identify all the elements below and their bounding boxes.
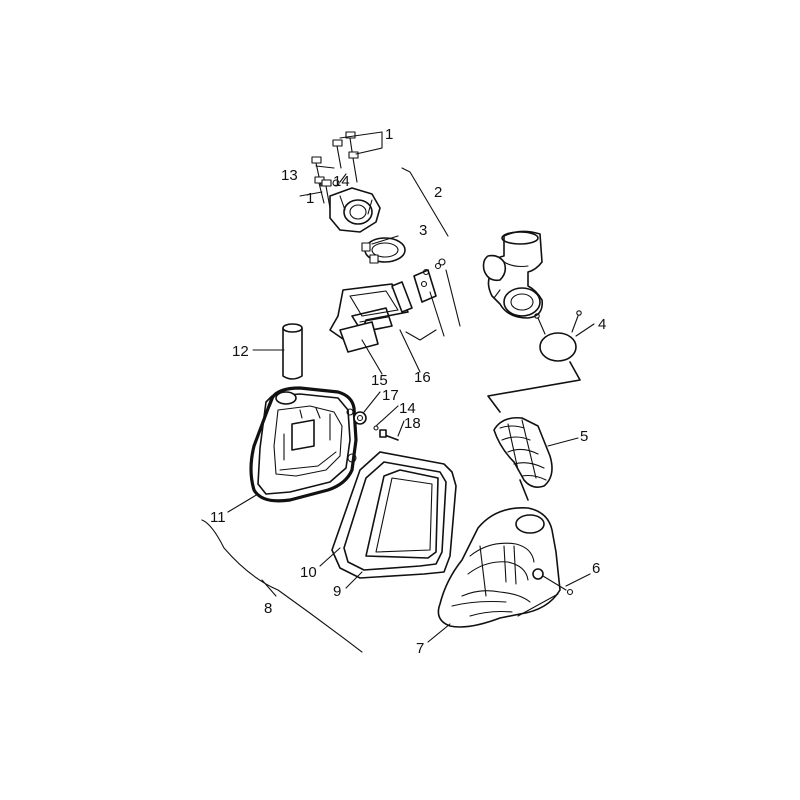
callout-13: 13 xyxy=(281,167,298,184)
air-filter-element xyxy=(331,451,457,579)
callout-14b: 14 xyxy=(399,400,416,417)
callout-7: 7 xyxy=(416,640,424,657)
air-filter-gasket xyxy=(534,310,582,362)
callout-3: 3 xyxy=(419,222,427,239)
intake-duct xyxy=(493,416,553,501)
intake-manifold-assembly xyxy=(311,131,449,264)
callout-labels: 1 1 2 3 4 5 6 7 8 9 10 11 12 13 14 14 15… xyxy=(210,126,606,657)
breather-tube xyxy=(282,323,303,380)
callout-5: 5 xyxy=(580,428,588,445)
callout-8: 8 xyxy=(264,600,272,617)
callout-16: 16 xyxy=(414,369,431,386)
assembly-guide-line xyxy=(487,361,581,413)
callout-2: 2 xyxy=(434,184,442,201)
callout-1a: 1 xyxy=(385,126,393,143)
callout-14a: 14 xyxy=(333,173,350,190)
callout-17: 17 xyxy=(382,387,399,404)
callout-10: 10 xyxy=(300,564,317,581)
callout-15: 15 xyxy=(371,372,388,389)
fasteners xyxy=(353,411,399,441)
callout-4: 4 xyxy=(598,316,606,333)
callout-1b: 1 xyxy=(306,190,314,207)
air-filter-case xyxy=(249,386,358,503)
callout-18: 18 xyxy=(404,415,421,432)
carburetor xyxy=(482,230,544,319)
reed-valve-assembly xyxy=(329,258,461,375)
callout-6: 6 xyxy=(592,560,600,577)
air-filter-lower-case xyxy=(437,507,574,628)
leader-lines xyxy=(201,131,595,653)
callout-9: 9 xyxy=(333,583,341,600)
callout-11: 11 xyxy=(210,509,226,526)
callout-12: 12 xyxy=(232,343,249,360)
